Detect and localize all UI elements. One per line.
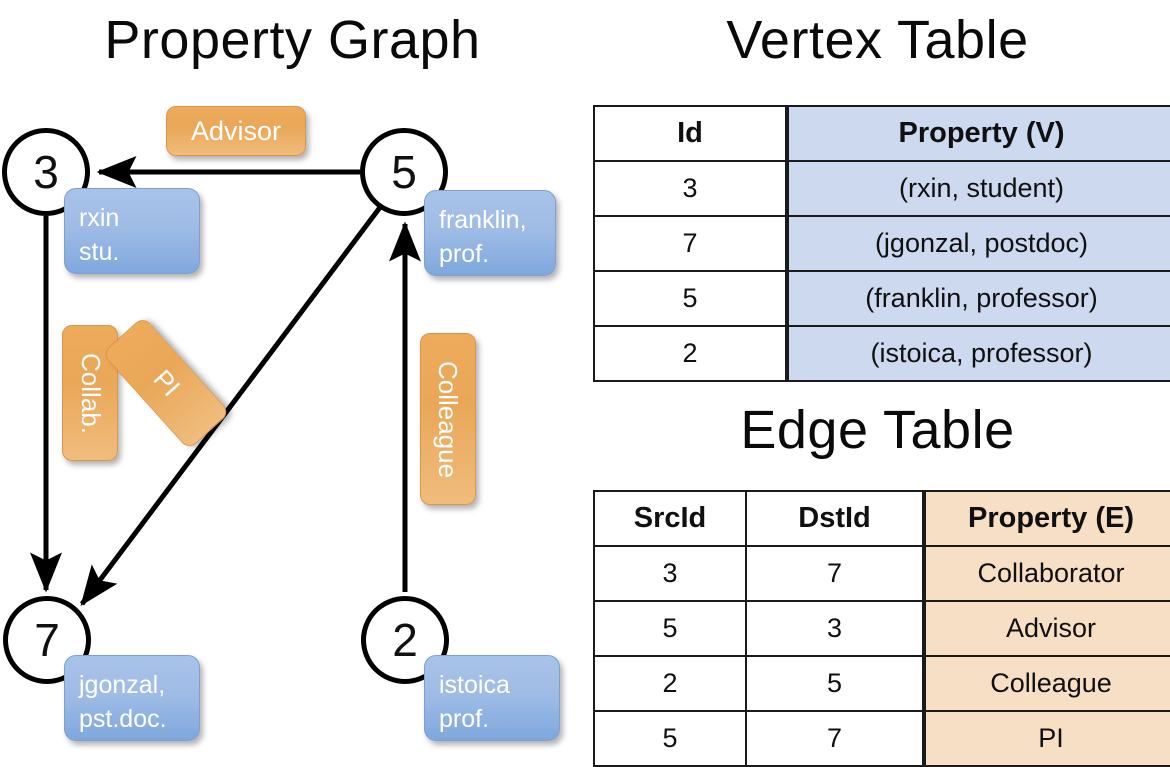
vertex-table-header-property: Property (V)	[785, 105, 1170, 162]
vertex-cell-property: (franklin, professor)	[785, 270, 1170, 327]
edge-label-pi-text: PI	[146, 363, 186, 402]
vertex-property-line-1: istoica	[439, 671, 510, 699]
edge-label-collab-text: Collab.	[75, 352, 106, 434]
vertex-property-line-2: prof.	[439, 240, 490, 268]
vertex-table: Id Property (V) 3 (rxin, student) 7 (jgo…	[593, 105, 1170, 382]
edge-cell-property: Colleague	[922, 655, 1170, 712]
vertex-property-line-1: franklin,	[439, 206, 527, 234]
vertex-property-line-2: pst.doc.	[79, 705, 167, 733]
vertex-property-box-7: jgonzal, pst.doc.	[64, 655, 200, 741]
graph-node-7-label: 7	[34, 614, 60, 666]
edge-cell-dstid: 7	[745, 710, 925, 767]
table-row[interactable]: 3 (rxin, student)	[593, 160, 1170, 217]
table-row[interactable]: 3 7 Collaborator	[593, 545, 1170, 602]
edge-cell-srcid: 3	[593, 545, 747, 602]
vertex-property-line-2: prof.	[439, 705, 490, 733]
vertex-property-box-3: rxin stu.	[64, 188, 200, 274]
vertex-cell-id: 5	[593, 270, 788, 327]
vertex-property-box-2: istoica prof.	[424, 655, 560, 741]
edge-table-header-property: Property (E)	[922, 490, 1170, 547]
edge-table-header-srcid: SrcId	[593, 490, 747, 547]
edge-cell-property: PI	[922, 710, 1170, 767]
edge-label-colleague: Colleague	[420, 333, 476, 505]
edge-table: SrcId DstId Property (E) 3 7 Collaborato…	[593, 490, 1170, 767]
table-row[interactable]: 7 (jgonzal, postdoc)	[593, 215, 1170, 272]
page-title-property-graph: Property Graph	[104, 10, 481, 70]
edge-label-colleague-text: Colleague	[433, 360, 464, 478]
property-graph-diagram: 3 5 7 2 rxin stu. franklin, prof. jgonza…	[0, 0, 585, 760]
vertex-cell-property: (rxin, student)	[785, 160, 1170, 217]
graph-node-5-label: 5	[391, 146, 417, 198]
edge-cell-dstid: 3	[745, 600, 925, 657]
vertex-cell-id: 2	[593, 325, 788, 382]
graph-node-2-label: 2	[392, 614, 418, 666]
edge-table-header-dstid: DstId	[745, 490, 925, 547]
table-row[interactable]: 5 (franklin, professor)	[593, 270, 1170, 327]
edge-cell-property: Advisor	[922, 600, 1170, 657]
graph-node-3-label: 3	[33, 146, 59, 198]
edge-cell-dstid: 5	[745, 655, 925, 712]
graph-edge-arrows	[30, 156, 421, 606]
vertex-property-line-1: jgonzal,	[79, 671, 166, 699]
table-row[interactable]: 2 (istoica, professor)	[593, 325, 1170, 382]
edge-cell-srcid: 5	[593, 710, 747, 767]
vertex-table-header-row: Id Property (V)	[593, 105, 1170, 162]
edge-cell-srcid: 2	[593, 655, 747, 712]
edge-cell-dstid: 7	[745, 545, 925, 602]
table-row[interactable]: 5 7 PI	[593, 710, 1170, 767]
edge-table-header-row: SrcId DstId Property (E)	[593, 490, 1170, 547]
page-title-vertex-table: Vertex Table	[726, 10, 1029, 70]
graph-node-5[interactable]: 5	[360, 128, 448, 216]
vertex-cell-property: (jgonzal, postdoc)	[785, 215, 1170, 272]
edge-cell-property: Collaborator	[922, 545, 1170, 602]
table-row[interactable]: 5 3 Advisor	[593, 600, 1170, 657]
vertex-cell-id: 7	[593, 215, 788, 272]
vertex-property-line-2: stu.	[79, 238, 120, 266]
edge-arrow-5-to-7	[80, 204, 383, 606]
table-row[interactable]: 2 5 Colleague	[593, 655, 1170, 712]
page-title-edge-table: Edge Table	[740, 400, 1015, 460]
vertex-cell-property: (istoica, professor)	[785, 325, 1170, 382]
vertex-cell-id: 3	[593, 160, 788, 217]
edge-label-advisor: Advisor	[166, 106, 306, 156]
edge-cell-srcid: 5	[593, 600, 747, 657]
graph-node-2[interactable]: 2	[361, 596, 449, 684]
vertex-table-header-id: Id	[593, 105, 788, 162]
vertex-property-box-5: franklin, prof.	[424, 190, 556, 276]
edge-label-advisor-text: Advisor	[190, 115, 282, 146]
vertex-property-line-1: rxin	[79, 204, 120, 232]
